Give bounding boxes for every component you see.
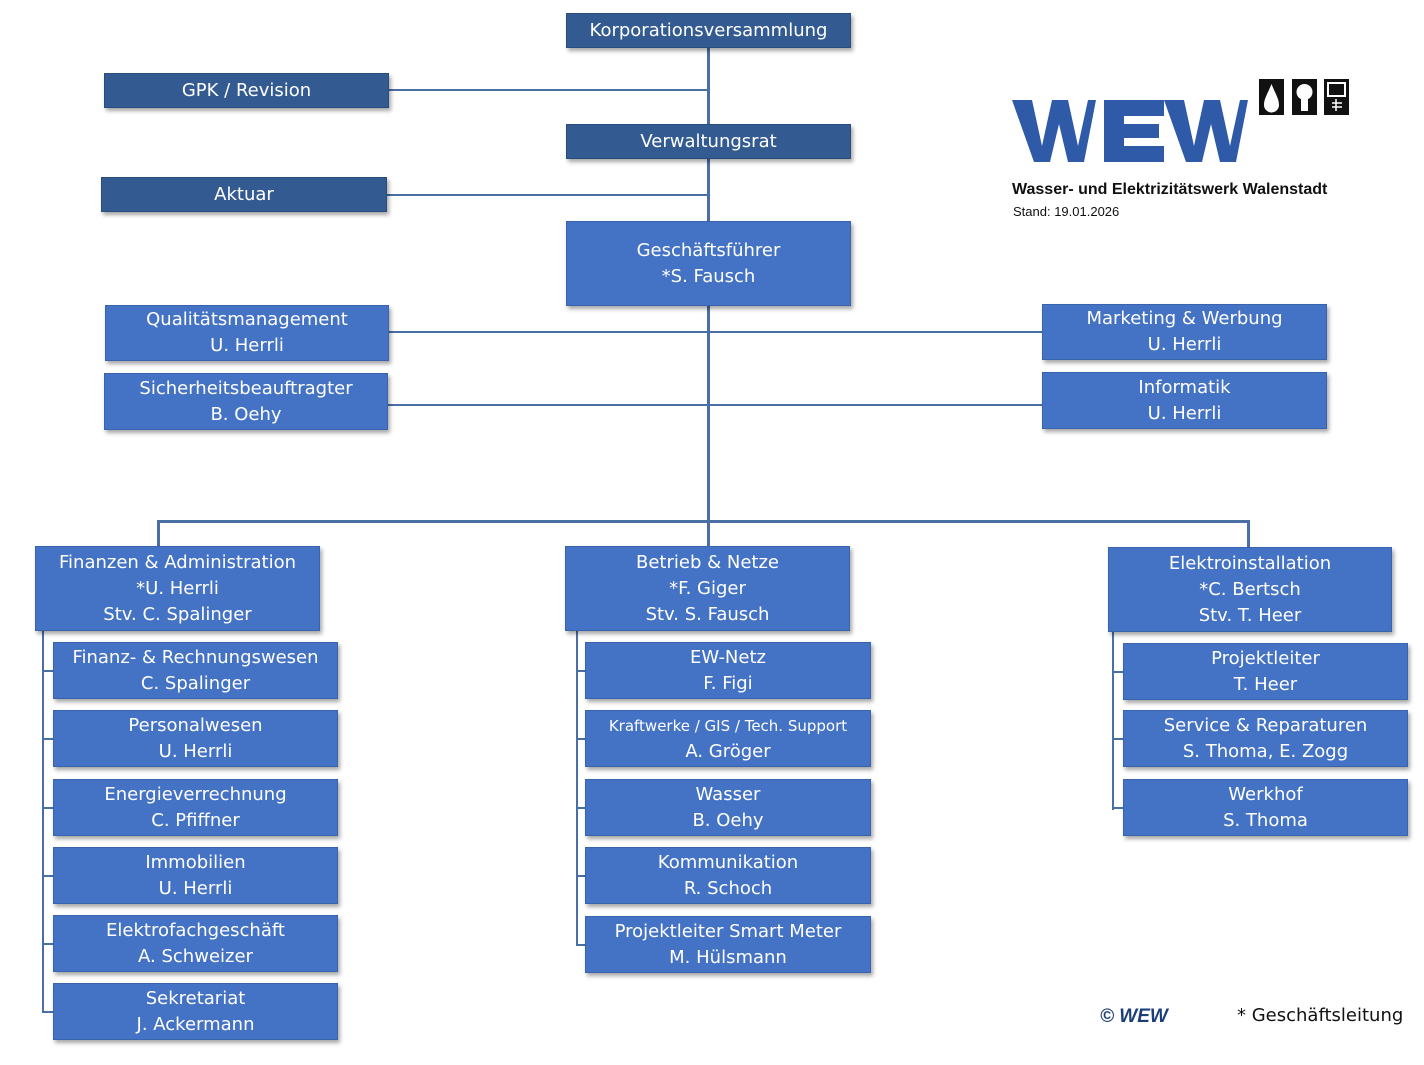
unit-title: Werkhof bbox=[1228, 783, 1303, 805]
connector-unit-tick bbox=[1112, 738, 1123, 740]
unit-title: EW-Netz bbox=[690, 646, 766, 668]
connector-div1-drop bbox=[157, 520, 160, 546]
box-unit: Personalwesen U. Herrli bbox=[53, 710, 338, 767]
unit-title: Projektleiter bbox=[1211, 647, 1320, 669]
box-unit: Energieverrechnung C. Pfiffner bbox=[53, 779, 338, 836]
box-korporationsversammlung: Korporationsversammlung bbox=[566, 13, 851, 48]
unit-name: M. Hülsmann bbox=[669, 946, 787, 968]
unit-title: Service & Reparaturen bbox=[1163, 714, 1368, 736]
unit-title: Wasser bbox=[695, 783, 761, 805]
unit-name: C. Spalinger bbox=[140, 672, 251, 694]
connector-div1-spine bbox=[42, 630, 44, 1012]
unit-name: C. Pfiffner bbox=[151, 809, 240, 831]
box-unit: Werkhof S. Thoma bbox=[1123, 779, 1408, 836]
connector-unit-tick bbox=[42, 1011, 53, 1013]
connector-unit-tick bbox=[576, 670, 585, 672]
connector-staff-row1 bbox=[389, 331, 1043, 333]
connector-unit-tick bbox=[576, 875, 585, 877]
connector-div2-spine bbox=[576, 630, 578, 945]
box-aktuar: Aktuar bbox=[101, 177, 387, 212]
connector-unit-tick bbox=[576, 807, 585, 809]
box-unit: Elektrofachgeschäft A. Schweizer bbox=[53, 915, 338, 972]
connector-unit-tick bbox=[42, 807, 53, 809]
light-bulb-icon bbox=[1292, 79, 1317, 115]
unit-name: F. Figi bbox=[703, 672, 753, 694]
connector-unit-tick bbox=[42, 670, 53, 672]
box-unit: Finanz- & Rechnungswesen C. Spalinger bbox=[53, 642, 338, 699]
date-label: Stand: 19.01.2026 bbox=[1013, 204, 1120, 219]
unit-title: Immobilien bbox=[145, 851, 246, 873]
connector-unit-tick bbox=[42, 943, 53, 945]
box-verwaltungsrat: Verwaltungsrat bbox=[566, 124, 851, 159]
unit-name: S. Thoma, E. Zogg bbox=[1182, 740, 1349, 762]
connector-unit-tick bbox=[576, 738, 585, 740]
connector-div3-drop bbox=[1247, 520, 1250, 547]
connector-divisions bbox=[158, 520, 1250, 523]
box-unit: Immobilien U. Herrli bbox=[53, 847, 338, 904]
connector-gpk bbox=[388, 89, 708, 91]
electric-meter-icon bbox=[1324, 79, 1349, 115]
unit-name: S. Thoma bbox=[1223, 809, 1308, 831]
unit-title: Kraftwerke / GIS / Tech. Support bbox=[608, 716, 848, 735]
unit-name: T. Heer bbox=[1233, 673, 1298, 695]
connector-unit-tick bbox=[42, 875, 53, 877]
legend-geschaeftsleitung: * Geschäftsleitung bbox=[1237, 1005, 1404, 1026]
box-geschaeftsfuehrer: Geschäftsführer*S. Fausch bbox=[566, 221, 851, 306]
unit-name: B. Oehy bbox=[692, 809, 764, 831]
unit-title: Energieverrechnung bbox=[104, 783, 287, 805]
unit-title: Sekretariat bbox=[145, 987, 246, 1009]
unit-name: U. Herrli bbox=[158, 740, 233, 762]
connector-unit-tick bbox=[1112, 807, 1123, 809]
unit-name: A. Gröger bbox=[685, 740, 771, 762]
connector-unit-tick bbox=[1112, 671, 1123, 673]
box-unit: EW-Netz F. Figi bbox=[585, 642, 871, 699]
unit-name: J. Ackermann bbox=[136, 1013, 255, 1035]
unit-name: U. Herrli bbox=[158, 877, 233, 899]
connector-staff-row2 bbox=[388, 404, 1043, 406]
connector-div3-spine bbox=[1112, 632, 1114, 810]
box-gpk-revision: GPK / Revision bbox=[104, 73, 389, 108]
connector-unit-tick bbox=[42, 738, 53, 740]
company-name: Wasser- und Elektrizitätswerk Walenstadt bbox=[1012, 181, 1328, 198]
box-unit: Sekretariat J. Ackermann bbox=[53, 983, 338, 1040]
box-unit: Wasser B. Oehy bbox=[585, 779, 871, 836]
box-unit: Projektleiter Smart Meter M. Hülsmann bbox=[585, 916, 871, 973]
logo: Wasser- und Elektrizitätswerk Walenstadt… bbox=[1012, 76, 1352, 226]
water-drop-icon bbox=[1259, 79, 1284, 115]
unit-name: R. Schoch bbox=[683, 877, 773, 899]
box-unit: Kommunikation R. Schoch bbox=[585, 847, 871, 904]
copyright: © WEW bbox=[1100, 1006, 1168, 1027]
wew-wordmark bbox=[1012, 100, 1248, 162]
unit-name: A. Schweizer bbox=[138, 945, 253, 967]
box-unit: Service & Reparaturen S. Thoma, E. Zogg bbox=[1123, 710, 1408, 767]
unit-title: Kommunikation bbox=[657, 851, 799, 873]
unit-title: Finanz- & Rechnungswesen bbox=[72, 646, 319, 668]
unit-title: Projektleiter Smart Meter bbox=[614, 920, 842, 942]
box-unit: Projektleiter T. Heer bbox=[1123, 643, 1408, 700]
connector-aktuar bbox=[386, 194, 708, 196]
unit-title: Elektrofachgeschäft bbox=[106, 919, 285, 941]
box-unit: Kraftwerke / GIS / Tech. Support A. Gröge… bbox=[585, 710, 871, 767]
connector-unit-tick bbox=[576, 944, 585, 946]
unit-title: Personalwesen bbox=[128, 714, 263, 736]
